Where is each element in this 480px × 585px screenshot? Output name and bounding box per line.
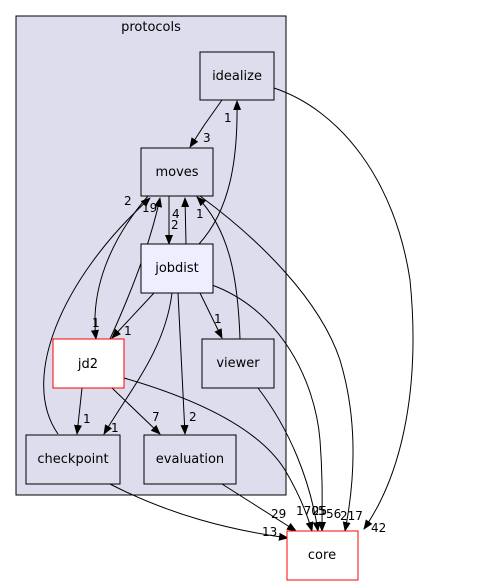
edge-label: 29 <box>271 507 286 521</box>
edge-label: 1 <box>196 207 204 221</box>
node-label: evaluation <box>156 452 224 467</box>
edge-label: 56 <box>326 507 341 521</box>
edge-jobdist-core <box>211 284 327 532</box>
edge-checkpoint-core <box>109 483 289 541</box>
edge-jd2-core <box>123 377 314 532</box>
edge-viewer-moves <box>196 196 241 340</box>
edge-label: 2 <box>171 218 179 232</box>
cluster-label: protocols <box>121 20 181 35</box>
node-label: moves <box>155 165 198 180</box>
node-label: jobdist <box>154 261 199 276</box>
edge-label: 2 <box>189 410 197 424</box>
edges <box>43 87 414 541</box>
edge-label: 1 <box>83 412 91 426</box>
edge-label: 13 <box>262 525 277 539</box>
edge-label: 7 <box>152 410 160 424</box>
node-jd2[interactable]: jd2 <box>52 338 125 389</box>
edge-jobdist-viewer <box>199 292 223 339</box>
edge-labels: 3 42 2 1 217 4 1 1 1 1 2 25 19 1 7 170 1… <box>83 111 386 539</box>
node-idealize[interactable]: idealize <box>199 51 275 101</box>
node-jobdist[interactable]: jobdist <box>140 243 214 294</box>
edge-jobdist-moves <box>181 197 190 245</box>
node-label: checkpoint <box>37 452 108 467</box>
edge-viewer-core <box>257 387 321 532</box>
edge-label: 1 <box>124 324 132 338</box>
edge-jd2-evaluation <box>111 387 161 435</box>
edge-label: 4 <box>172 207 180 221</box>
edge-label: 1 <box>214 312 222 326</box>
edge-evaluation-core <box>221 483 297 532</box>
edge-moves-core <box>199 195 354 532</box>
node-label: core <box>308 548 336 563</box>
edge-label: 217 <box>340 509 363 523</box>
node-viewer[interactable]: viewer <box>201 338 275 389</box>
edge-label: 5 <box>318 504 326 518</box>
edge-jd2-moves <box>109 197 163 340</box>
node-evaluation[interactable]: evaluation <box>143 434 237 485</box>
edge-label: 19 <box>142 201 157 215</box>
node-label: idealize <box>212 69 262 84</box>
edge-idealize-moves <box>189 99 223 148</box>
edge-checkpoint-moves <box>43 197 151 435</box>
edge-jobdist-evaluation <box>177 292 189 435</box>
node-moves[interactable]: moves <box>140 147 214 197</box>
edge-label: 42 <box>371 521 386 535</box>
node-label: jd2 <box>77 357 98 372</box>
edge-label: 1 <box>224 111 232 125</box>
edge-jobdist-checkpoint <box>103 292 173 435</box>
edge-label: 170 <box>296 504 319 518</box>
edge-label: 25 <box>312 504 327 518</box>
edge-label: 1 <box>92 316 100 330</box>
node-core[interactable]: core <box>286 530 359 581</box>
edge-label: 3 <box>203 131 211 145</box>
edge-label: 2 <box>124 194 132 208</box>
edge-jobdist-jd2 <box>111 292 155 339</box>
edge-idealize-core <box>273 87 414 530</box>
edge-jd2-checkpoint <box>73 387 83 435</box>
node-checkpoint[interactable]: checkpoint <box>25 434 121 485</box>
edge-label: 1 <box>111 421 119 435</box>
edge-jobdist-idealize <box>198 100 242 245</box>
node-label: viewer <box>216 356 260 371</box>
